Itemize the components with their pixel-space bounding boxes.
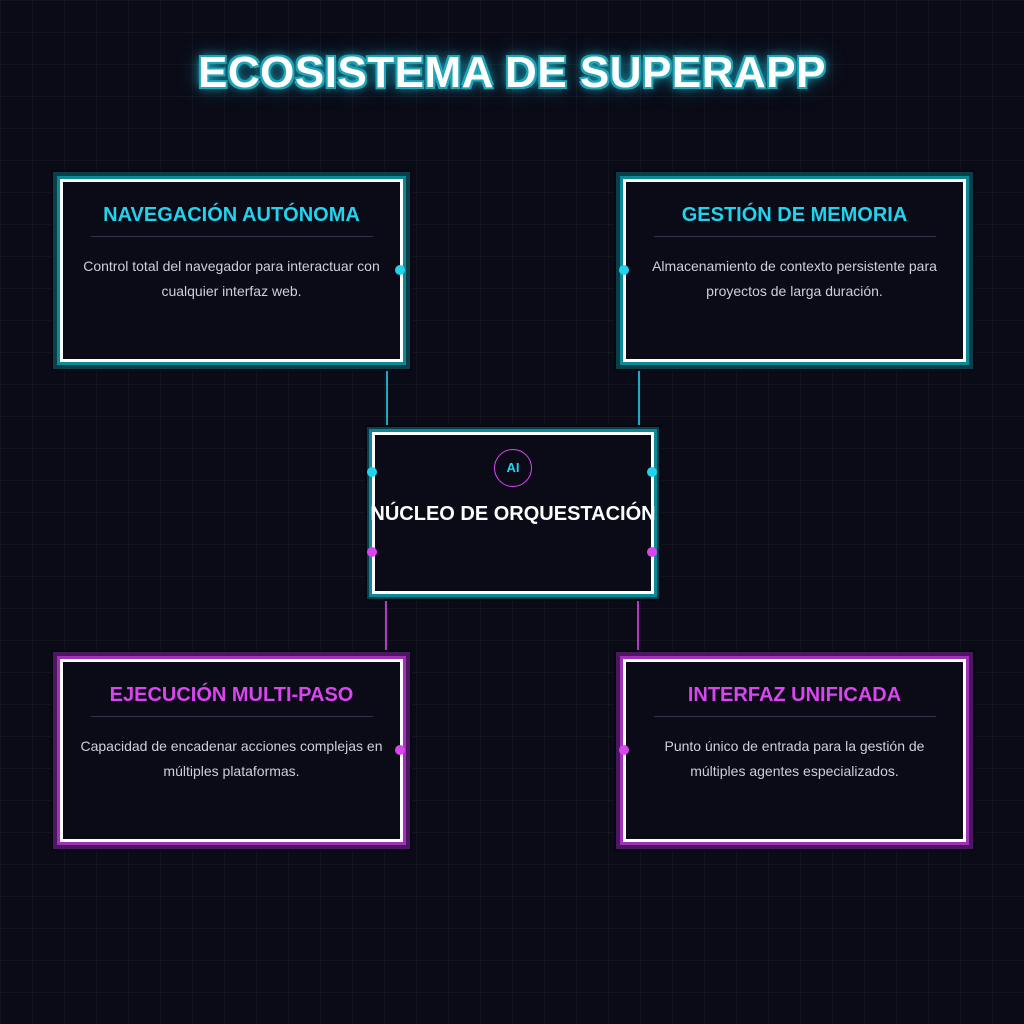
card-description: Control total del navegador para interac… [83, 258, 380, 299]
card-divider [653, 236, 936, 237]
card-title: INTERFAZ UNIFICADA [687, 684, 902, 706]
card-divider [653, 716, 936, 717]
card-divider [90, 236, 373, 237]
core-orchestration-node: AI NÚCLEO DE ORQUESTACIÓN [370, 432, 656, 594]
card-gestion-memoria: GESTIÓN DE MEMORIA Almacenamiento de con… [623, 179, 966, 362]
core-title: NÚCLEO DE ORQUESTACIÓN [370, 503, 656, 525]
ai-badge-icon: AI [494, 449, 532, 487]
page-title: ECOSISTEMA DE SUPERAPP [198, 48, 826, 97]
card-divider [90, 716, 373, 717]
card-title: NAVEGACIÓN AUTÓNOMA [103, 204, 360, 226]
card-description: Almacenamiento de contexto persistente p… [652, 258, 937, 299]
card-ejecucion-multipaso: EJECUCIÓN MULTI-PASO Capacidad de encade… [60, 659, 403, 842]
card-title: EJECUCIÓN MULTI-PASO [109, 684, 354, 706]
card-title: GESTIÓN DE MEMORIA [681, 204, 908, 226]
card-description: Capacidad de encadenar acciones compleja… [80, 738, 383, 779]
card-navegacion-autonoma: NAVEGACIÓN AUTÓNOMA Control total del na… [60, 179, 403, 362]
card-interfaz-unificada: INTERFAZ UNIFICADA Punto único de entrad… [623, 659, 966, 842]
card-description: Punto único de entrada para la gestión d… [664, 738, 925, 779]
